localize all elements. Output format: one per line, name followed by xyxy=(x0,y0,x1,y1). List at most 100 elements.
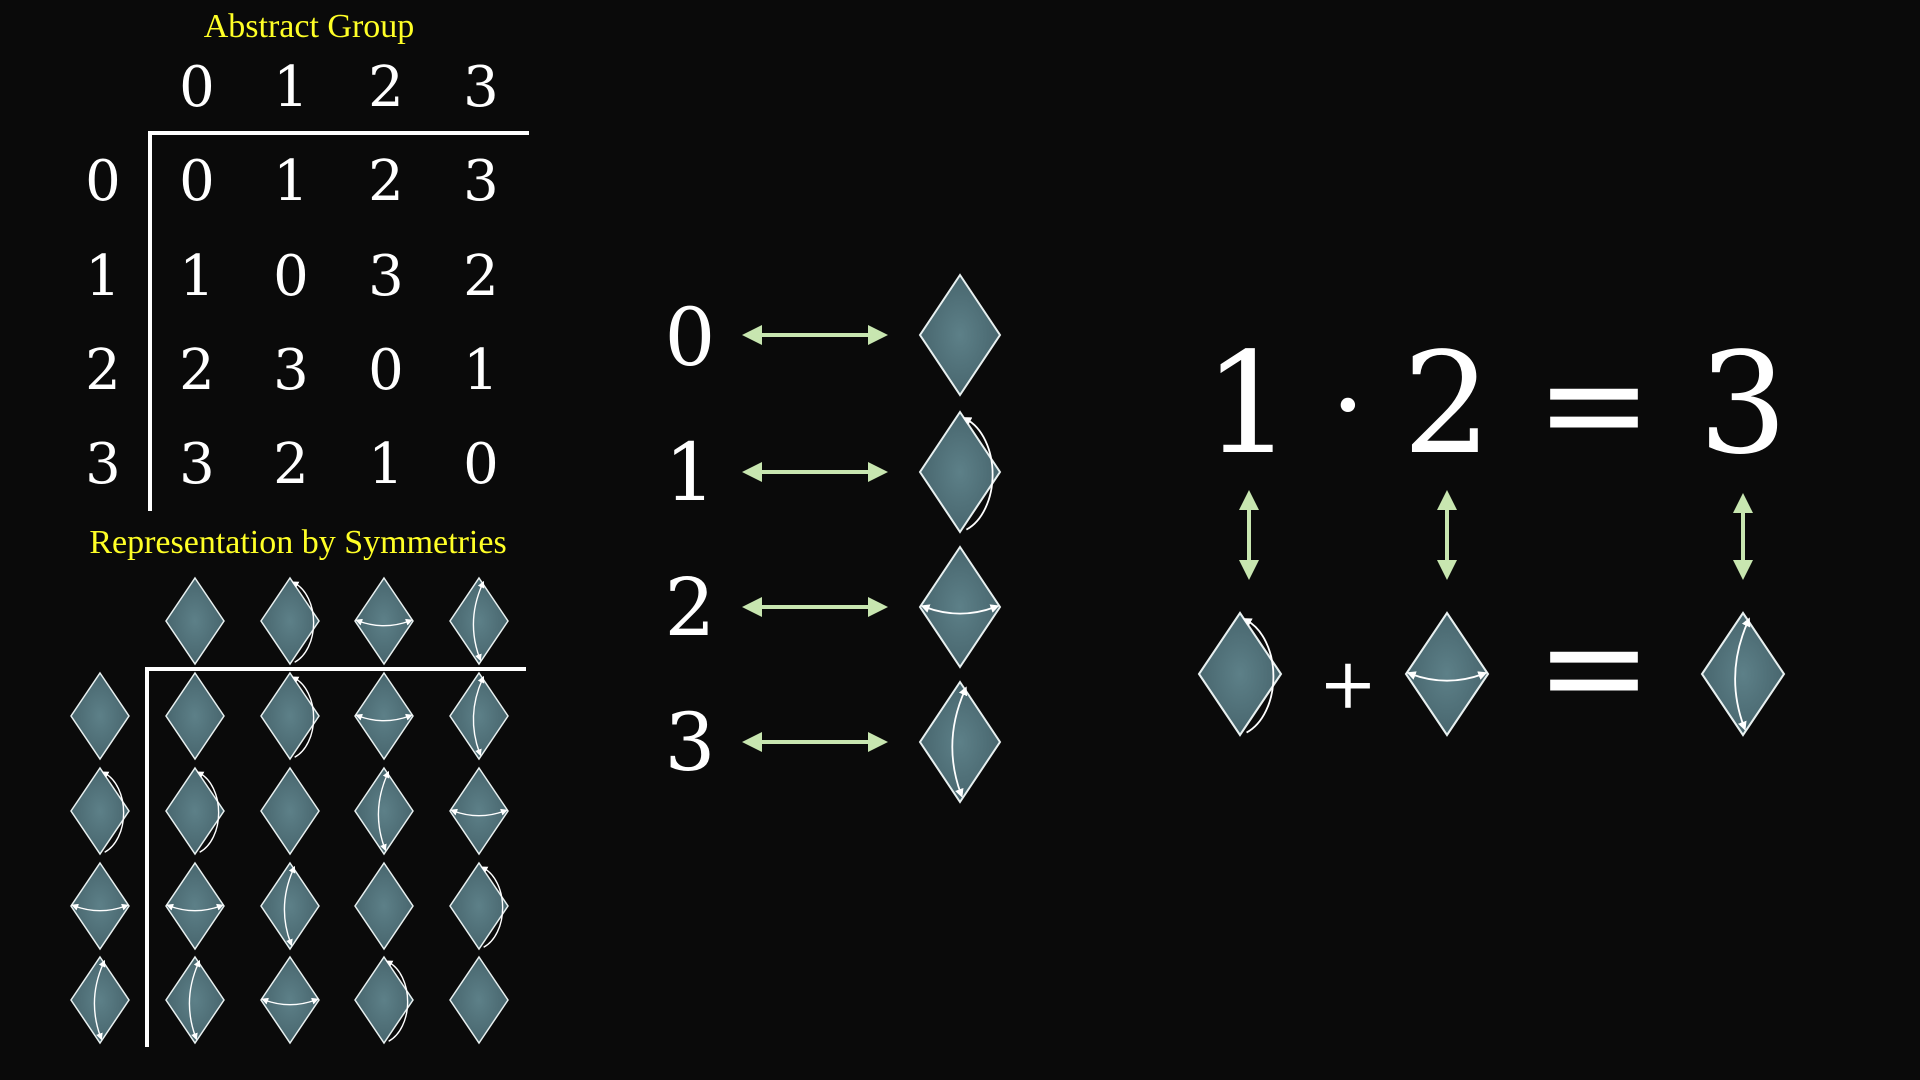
symmetry-row-header-horizontal-flip xyxy=(70,861,130,951)
diamond-shape xyxy=(354,955,414,1045)
cayley-cell: 1 xyxy=(368,432,404,497)
diamond-shape xyxy=(260,766,320,856)
cayley-col-header: 3 xyxy=(463,55,499,120)
cayley-cell: 3 xyxy=(273,338,309,403)
cayley-cell: 0 xyxy=(368,338,404,403)
horizontal-flip-arc xyxy=(920,604,1000,615)
diamond-shape xyxy=(70,671,130,761)
diamond-shape xyxy=(1404,611,1490,737)
equation-dot: · xyxy=(1330,341,1366,469)
diamond-shape xyxy=(70,766,130,856)
cayley-col-header: 2 xyxy=(368,55,404,120)
horizontal-flip-arc xyxy=(71,903,129,912)
cayley-cell: 2 xyxy=(368,149,404,214)
symmetry-cell-rotation xyxy=(260,671,320,761)
symmetry-cell-identity xyxy=(165,671,225,761)
abstract-group-title: Abstract Group xyxy=(203,8,415,45)
symmetry-cell-horizontal-flip xyxy=(165,861,225,951)
mapping-arrow xyxy=(742,462,888,482)
equation-operand-b: 2 xyxy=(1402,323,1492,486)
horizontal-flip-arc xyxy=(355,713,413,722)
horizontal-flip-arc xyxy=(355,618,413,627)
cayley-col-header: 0 xyxy=(179,55,215,120)
rotation-arc xyxy=(385,960,409,1042)
rotation-arc xyxy=(291,581,315,663)
symmetry-cell-rotation xyxy=(354,955,414,1045)
symmetry-row-header-vertical-flip xyxy=(70,955,130,1045)
diamond-shape xyxy=(260,955,320,1045)
symmetry-row-header-identity xyxy=(70,671,130,761)
diamond-shape xyxy=(354,861,414,951)
symmetry-col-header-identity xyxy=(165,576,225,666)
symmetry-cell-identity xyxy=(260,766,320,856)
diamond-shape xyxy=(165,576,225,666)
cayley-cell: 0 xyxy=(273,244,309,309)
mapping-arrow xyxy=(742,597,888,617)
cayley-cell: 1 xyxy=(273,149,309,214)
cayley-side-rule xyxy=(148,131,152,511)
vertical-flip-arc xyxy=(951,686,968,798)
symmetry-cell-horizontal-flip xyxy=(354,671,414,761)
diamond-shape xyxy=(260,576,320,666)
horizontal-flip-arc xyxy=(1406,671,1488,682)
vertical-flip-arc xyxy=(1734,617,1751,731)
cayley-cell: 2 xyxy=(463,244,499,309)
equation-arrow xyxy=(1733,493,1753,580)
symmetry-cell-horizontal-flip xyxy=(260,955,320,1045)
mapping-diamond-vertical-flip xyxy=(918,680,1002,804)
cayley-cell: 3 xyxy=(179,432,215,497)
symmetry-col-header-horizontal-flip xyxy=(354,576,414,666)
symmetry-side-rule xyxy=(145,667,149,1047)
rotation-arc xyxy=(291,676,315,758)
cayley-cell: 3 xyxy=(463,149,499,214)
equation-plus: + xyxy=(1318,643,1378,725)
mapping-label: 0 xyxy=(664,291,716,384)
cayley-cell: 1 xyxy=(463,338,499,403)
symmetry-cell-vertical-flip xyxy=(260,861,320,951)
horizontal-flip-arc xyxy=(261,997,319,1006)
rotation-arc xyxy=(962,417,994,531)
equation-diamond-rotation xyxy=(1197,611,1283,737)
symmetry-cell-vertical-flip xyxy=(165,955,225,1045)
diamond-shape xyxy=(260,671,320,761)
rotation-arc xyxy=(196,771,220,853)
mapping-arrow xyxy=(742,325,888,345)
cayley-cell: 2 xyxy=(273,432,309,497)
equation-diamond-horizontal-flip xyxy=(1404,611,1490,737)
symmetry-header-rule xyxy=(145,667,526,671)
rotation-arc xyxy=(101,771,125,853)
mapping-arrow xyxy=(742,732,888,752)
vertical-flip-arc xyxy=(93,959,106,1041)
vertical-flip-arc xyxy=(472,580,485,662)
vertical-flip-arc xyxy=(188,959,201,1041)
rotation-arc xyxy=(1242,618,1275,734)
mapping-label: 1 xyxy=(664,426,716,519)
diamond-shape xyxy=(354,671,414,761)
vertical-flip-arc xyxy=(283,865,296,947)
horizontal-flip-arc xyxy=(166,903,224,912)
cayley-header-rule xyxy=(148,131,529,135)
diamond-shape xyxy=(918,273,1002,397)
mapping-label: 3 xyxy=(664,696,716,789)
equation-equals: = xyxy=(1535,323,1653,486)
rotation-arc xyxy=(480,866,504,948)
cayley-col-header: 1 xyxy=(273,55,309,120)
equation-operand-a: 1 xyxy=(1203,323,1293,486)
symmetry-cell-identity xyxy=(449,955,509,1045)
cayley-cell: 2 xyxy=(179,338,215,403)
symmetry-row-header-rotation xyxy=(70,766,130,856)
equation-arrow xyxy=(1239,490,1259,580)
symmetry-col-header-rotation xyxy=(260,576,320,666)
symmetry-cell-rotation xyxy=(165,766,225,856)
horizontal-flip-arc xyxy=(450,808,508,817)
symmetry-equals: = xyxy=(1535,586,1653,749)
diamond-shape xyxy=(165,671,225,761)
symmetry-col-header-vertical-flip xyxy=(449,576,509,666)
equation-arrow xyxy=(1437,490,1457,580)
cayley-row-header: 0 xyxy=(85,149,121,214)
vertical-flip-arc xyxy=(472,675,485,757)
diamond-shape xyxy=(449,955,509,1045)
vertical-flip-arc xyxy=(377,770,390,852)
